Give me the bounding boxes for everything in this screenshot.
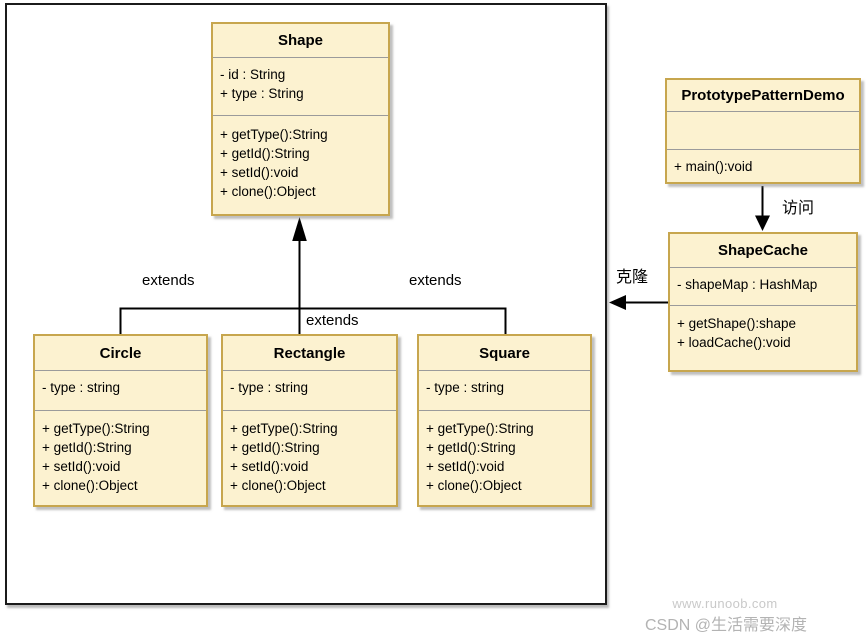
method-row: + setId():void <box>42 459 121 474</box>
class-box-shape: Shape - id : String + type : String + ge… <box>211 22 390 216</box>
method-row: + clone():Object <box>230 478 326 493</box>
class-title: Square <box>479 344 530 362</box>
class-methods-section: + main():void <box>667 149 859 182</box>
attribute-row: + type : String <box>220 86 304 101</box>
method-row: + getId():String <box>42 440 132 455</box>
method-row: + loadCache():void <box>677 335 791 350</box>
class-box-rectangle: Rectangle - type : string + getType():St… <box>221 334 398 507</box>
attribute-row: - type : string <box>230 380 309 395</box>
method-row: + setId():void <box>220 165 299 180</box>
method-row: + getType():String <box>42 421 150 436</box>
extends-label-left: extends <box>142 272 195 289</box>
class-methods-section: + getType():String + getId():String + se… <box>223 410 396 505</box>
class-attributes-section: - shapeMap : HashMap <box>670 267 856 305</box>
class-box-square: Square - type : string + getType():Strin… <box>417 334 592 507</box>
attribute-row: - shapeMap : HashMap <box>677 277 818 292</box>
class-box-prototypepatterndemo: PrototypePatternDemo + main():void <box>665 78 861 184</box>
extends-label-right: extends <box>409 272 462 289</box>
method-row: + getType():String <box>230 421 338 436</box>
class-title: ShapeCache <box>717 242 809 259</box>
access-arrowhead-icon <box>755 215 770 231</box>
class-title: PrototypePatternDemo <box>681 87 845 104</box>
access-label: 访问 <box>782 200 815 217</box>
method-row: + setId():void <box>230 459 309 474</box>
class-attributes-section <box>667 111 859 149</box>
class-box-circle: Circle - type : string + getType():Strin… <box>33 334 208 507</box>
class-title: Shape <box>277 32 323 49</box>
method-row: + getId():String <box>230 440 320 455</box>
class-attributes-section: - type : string <box>419 370 590 410</box>
class-title: Rectangle <box>273 344 346 362</box>
method-row: + getShape():shape <box>677 316 796 331</box>
csdn-watermark: CSDN @生活需要深度 <box>645 617 808 634</box>
attribute-row: - id : String <box>220 67 286 82</box>
class-box-shapecache: ShapeCache - shapeMap : HashMap + getSha… <box>668 232 858 372</box>
method-row: + clone():Object <box>426 478 522 493</box>
attribute-row: - type : string <box>42 380 121 395</box>
clone-label: 克隆 <box>616 269 649 286</box>
class-attributes-section: - type : string <box>35 370 206 410</box>
class-methods-section: + getShape():shape + loadCache():void <box>670 305 856 370</box>
class-methods-section: + getType():String + getId():String + se… <box>35 410 206 505</box>
runoob-watermark: www.runoob.com <box>672 596 778 611</box>
class-title: Circle <box>99 344 142 362</box>
class-attributes-section: - type : string <box>223 370 396 410</box>
method-row: + getId():String <box>220 146 310 161</box>
class-methods-section: + getType():String + getId():String + se… <box>213 115 388 214</box>
class-attributes-section: - id : String + type : String <box>213 57 388 115</box>
class-methods-section: + getType():String + getId():String + se… <box>419 410 590 505</box>
method-row: + getId():String <box>426 440 516 455</box>
method-row: + getType():String <box>426 421 534 436</box>
method-row: + main():void <box>674 159 753 174</box>
clone-arrowhead-icon <box>609 295 626 310</box>
method-row: + setId():void <box>426 459 505 474</box>
extends-label-center: extends <box>306 312 359 329</box>
method-row: + clone():Object <box>220 184 316 199</box>
method-row: + getType():String <box>220 127 328 142</box>
attribute-row: - type : string <box>426 380 505 395</box>
method-row: + clone():Object <box>42 478 138 493</box>
